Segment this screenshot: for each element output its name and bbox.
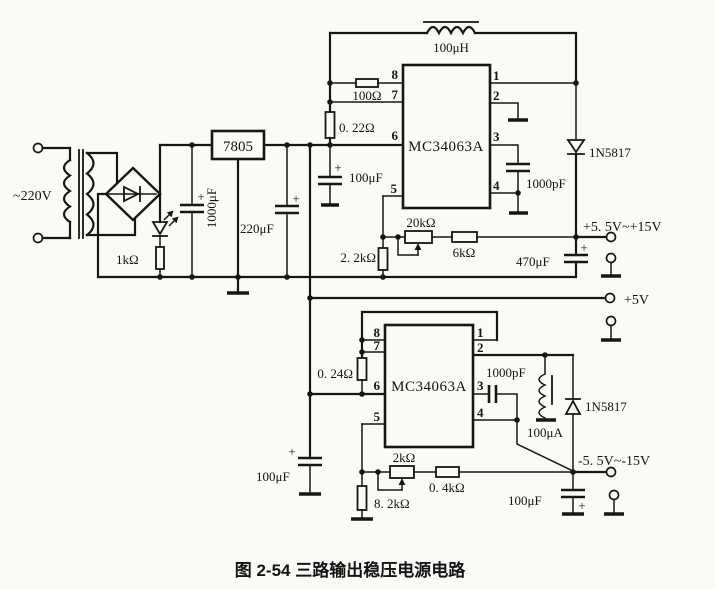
inductor-100u-2-label: 100μA bbox=[527, 425, 563, 440]
resistor-0r22 bbox=[324, 111, 336, 139]
cap-220uF-label: 220μF bbox=[240, 221, 274, 236]
power-indicator-led: 1kΩ bbox=[116, 192, 179, 278]
resistor-2k2 bbox=[377, 247, 389, 271]
cap-100uF-left-label: 100μF bbox=[256, 469, 290, 484]
inductor-100uH-label: 100μH bbox=[433, 40, 469, 55]
ic1-pin3: 3 bbox=[493, 129, 500, 144]
resistor-0k4-label: 0. 4kΩ bbox=[429, 480, 465, 495]
ic1-pin8: 8 bbox=[392, 67, 399, 82]
transformer-secondary-coil bbox=[85, 151, 95, 237]
ground-terminal-2 bbox=[605, 315, 617, 327]
cap-100uF-right-label: 100μF bbox=[508, 493, 542, 508]
linear-regulator-stage: 7805 + 1000μF + 220μF + 100μF bbox=[96, 129, 577, 295]
ic2-pin1: 1 bbox=[477, 325, 484, 340]
ic2-pin3: 3 bbox=[477, 378, 484, 393]
cap-1000uF-label: 1000μF bbox=[204, 188, 219, 228]
resistor-2k2-label: 2. 2kΩ bbox=[340, 250, 376, 265]
ic2-pin8: 8 bbox=[374, 325, 381, 340]
ic1-pin4: 4 bbox=[493, 178, 500, 193]
led-arrow-icon bbox=[166, 210, 174, 218]
ac-terminal-top bbox=[32, 142, 44, 154]
ic1-pin2: 2 bbox=[493, 88, 500, 103]
diode-1n5817-1-icon bbox=[566, 139, 586, 154]
output-neg-label: -5. 5V~-15V bbox=[578, 454, 650, 469]
bridge-diode-icon bbox=[123, 185, 141, 203]
regulator-7805 bbox=[210, 129, 266, 161]
diode-1n5817-2-icon bbox=[564, 399, 582, 415]
ic2-pin5: 5 bbox=[374, 409, 381, 424]
resistor-100-label: 100Ω bbox=[352, 88, 381, 103]
resistor-100 bbox=[355, 78, 379, 88]
inverting-converter: MC34063A 0. 24Ω 8 7 6 5 1 2 3 4 100μA 1N… bbox=[256, 310, 627, 521]
resistor-6k bbox=[451, 231, 478, 243]
ic1-pin6: 6 bbox=[392, 128, 399, 143]
diode-1n5817-2-label: 1N5817 bbox=[585, 399, 627, 414]
resistor-0r22-label: 0. 22Ω bbox=[339, 120, 375, 135]
positive-output-terminals: +5. 5V~+15V +5V bbox=[308, 143, 662, 460]
cap-100uF-in-label: 100μF bbox=[349, 170, 383, 185]
regulator-7805-label: 7805 bbox=[223, 139, 253, 155]
cap-1000uF-plus: + bbox=[197, 189, 204, 204]
transformer-primary-coil bbox=[62, 158, 73, 224]
diode-1n5817-1-label: 1N5817 bbox=[589, 145, 631, 160]
resistor-0r24-label: 0. 24Ω bbox=[317, 366, 353, 381]
pot-wiper-arrow-icon bbox=[398, 478, 406, 485]
cap-470uF-label: 470μF bbox=[516, 254, 550, 269]
ic2-label: MC34063A bbox=[391, 379, 467, 395]
pot-20k bbox=[404, 230, 433, 244]
output-5v-label: +5V bbox=[624, 293, 649, 308]
junction-dots bbox=[157, 80, 579, 475]
cap-470uF-plus: + bbox=[580, 240, 587, 255]
resistor-1k bbox=[155, 246, 165, 270]
inductor-100u-2 bbox=[538, 373, 547, 419]
led-arrow-icon bbox=[171, 216, 179, 224]
ground-terminal-1 bbox=[605, 252, 617, 264]
output-5v-terminal bbox=[604, 292, 616, 304]
ac-voltage-label: ~220V bbox=[13, 189, 52, 204]
pot-2k bbox=[389, 465, 415, 479]
ic1-label: MC34063A bbox=[408, 139, 484, 155]
resistor-0k4 bbox=[435, 466, 460, 478]
ic2-pin7: 7 bbox=[374, 338, 381, 353]
figure-caption: 图 2-54 三路输出稳压电源电路 bbox=[235, 560, 466, 580]
ic2-pin4: 4 bbox=[477, 405, 484, 420]
pot-20k-label: 20kΩ bbox=[406, 215, 435, 230]
bridge-rectifier bbox=[96, 143, 162, 279]
cap-220uF-plus: + bbox=[292, 191, 299, 206]
ic1-mc34063a bbox=[401, 63, 492, 210]
ac-terminal-bottom bbox=[32, 232, 44, 244]
resistor-0r24 bbox=[356, 357, 368, 381]
led-icon bbox=[151, 221, 169, 236]
ground-terminal-3 bbox=[608, 489, 620, 501]
resistor-8k2-label: 8. 2kΩ bbox=[374, 496, 410, 511]
cap-1000pF-1-label: 1000pF bbox=[526, 176, 566, 191]
ic2-mc34063a bbox=[383, 323, 475, 449]
cap-1000pF-2-label: 1000pF bbox=[486, 365, 526, 380]
ac-input-stage: ~220V bbox=[13, 142, 137, 244]
resistor-6k-label: 6kΩ bbox=[453, 245, 476, 260]
boost-converter: 100μH 100Ω 0. 22Ω MC34063A 8 7 6 5 1 2 3… bbox=[324, 21, 631, 279]
inductor-100uH bbox=[425, 25, 477, 36]
ic1-pin5: 5 bbox=[391, 181, 398, 196]
resistor-8k2 bbox=[356, 485, 368, 511]
cap-100uF-left-plus: + bbox=[288, 444, 295, 459]
ic2-pin2: 2 bbox=[477, 340, 484, 355]
pot-wiper-arrow-icon bbox=[414, 243, 422, 250]
ic1-pin1: 1 bbox=[493, 68, 500, 83]
cap-100uF-in-plus: + bbox=[334, 160, 341, 175]
output-pos-label: +5. 5V~+15V bbox=[583, 220, 662, 235]
pot-2k-label: 2kΩ bbox=[393, 450, 416, 465]
cap-100uF-right-plus: + bbox=[578, 498, 585, 513]
ic1-pin7: 7 bbox=[392, 87, 399, 102]
negative-output: -5. 5V~-15V + 100μF bbox=[508, 454, 650, 516]
resistor-1k-label: 1kΩ bbox=[116, 252, 139, 267]
output-neg-terminal bbox=[605, 466, 617, 478]
output-pos-terminal bbox=[605, 231, 617, 243]
ic2-pin6: 6 bbox=[374, 378, 381, 393]
